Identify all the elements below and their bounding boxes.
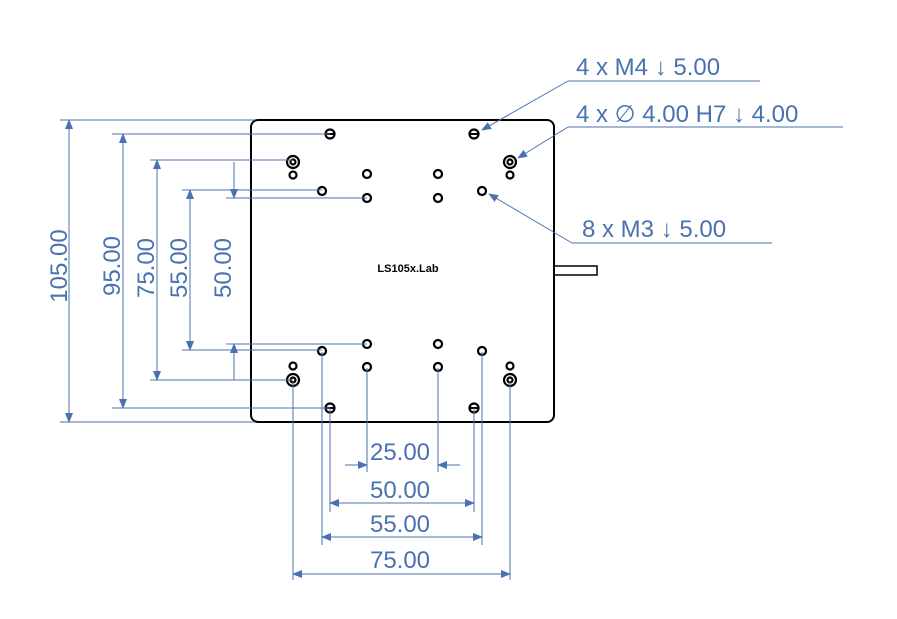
callout-pin: 4 x ∅ 4.00 H7 ↓ 4.00 <box>576 101 798 128</box>
pin-hole <box>502 154 518 170</box>
grid-hole <box>361 168 373 180</box>
m3-hole <box>476 185 488 197</box>
dim-75-label: 75.00 <box>133 238 160 298</box>
small-hole <box>505 361 515 371</box>
callouts: 4 x M4 ↓ 5.00 4 x ∅ 4.00 H7 ↓ 4.00 8 x M… <box>481 54 843 244</box>
dim-55-label: 55.00 <box>166 238 193 298</box>
vertical-dimensions: 105.00 95.00 75.00 55.00 50.00 <box>46 119 367 423</box>
dim-25-label: 25.00 <box>370 439 430 466</box>
small-hole <box>288 361 298 371</box>
plate-label: LS105x.Lab <box>377 263 438 275</box>
pin-hole <box>285 154 301 170</box>
small-hole <box>288 170 298 180</box>
grid-hole <box>432 168 444 180</box>
dim-75h-label: 75.00 <box>370 547 430 574</box>
callout-m4: 4 x M4 ↓ 5.00 <box>576 54 720 81</box>
cable-stub <box>552 265 598 276</box>
dim-55h-label: 55.00 <box>370 511 430 538</box>
m3-hole <box>316 185 328 197</box>
grid-hole <box>432 192 444 204</box>
m4-hole <box>468 128 480 140</box>
callout-m3: 8 x M3 ↓ 5.00 <box>582 216 726 243</box>
stage-plate <box>250 119 555 423</box>
dim-50h-label: 50.00 <box>370 477 430 504</box>
dim-95-label: 95.00 <box>99 236 126 296</box>
pin-hole-inner <box>506 158 514 166</box>
small-hole <box>505 170 515 180</box>
horizontal-dimensions: 25.00 50.00 55.00 75.00 <box>292 352 511 580</box>
dim-105-label: 105.00 <box>46 229 73 302</box>
grid-hole <box>432 338 444 350</box>
dim-50-label: 50.00 <box>210 238 237 298</box>
